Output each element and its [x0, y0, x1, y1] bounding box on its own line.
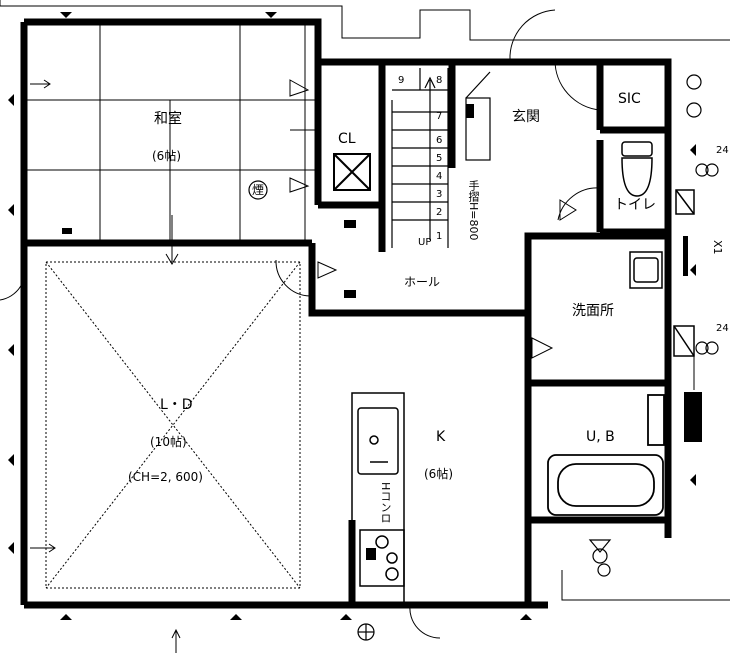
ld-ceiling-mark [45, 261, 301, 589]
bathtub [547, 394, 665, 516]
stair-step-number: 7 [436, 111, 443, 122]
closet-box [333, 153, 371, 191]
stair-treads [391, 68, 449, 248]
tatami-grid [24, 22, 318, 243]
washbasin [629, 251, 663, 289]
vent-arrows [30, 79, 695, 653]
smoke-detector-label: 煙 [252, 183, 265, 197]
side-fixtures [673, 189, 695, 357]
room-name-bath: U, B [586, 429, 615, 445]
stair-step-number: 9 [398, 75, 405, 86]
stair-step-number: 6 [436, 135, 443, 146]
room-size-washitsu: (6帖) [152, 149, 181, 163]
room-size-ldk: (10帖) [150, 435, 187, 449]
stair-direction-arrow [424, 76, 436, 240]
stair-up-label: UP [418, 237, 432, 248]
room-name-ldk: L・D [160, 397, 193, 413]
room-size-kitchen: (6帖) [424, 467, 453, 481]
room-name-sic: SIC [618, 91, 641, 107]
direction-markers [8, 12, 696, 620]
room-name-kitchen: K [436, 429, 446, 445]
genkan-step [465, 71, 491, 161]
kitchen-counter [351, 392, 405, 606]
site-boundary [0, 0, 730, 601]
handrail-label: 手摺H=800 [467, 180, 480, 241]
stair-step-number: 1 [436, 231, 443, 242]
room-name-closet: CL [338, 131, 356, 147]
stair-step-number: 2 [436, 207, 443, 218]
utility-meters [357, 74, 719, 641]
stair-step-number: 3 [436, 189, 443, 200]
stair-step-number: 5 [436, 153, 443, 164]
room-name-senmenjo: 洗面所 [572, 303, 614, 319]
room-name-hall: ホール [404, 275, 441, 289]
stair-step-number: 4 [436, 171, 443, 182]
door-swings [0, 9, 601, 639]
ceiling-height-ldk: (CH=2, 600) [128, 470, 203, 484]
outlet-markers [62, 104, 702, 560]
room-name-toilet: トイレ [614, 197, 656, 213]
smoke-detector-icon [248, 180, 268, 200]
stair-step-number: 8 [436, 75, 443, 86]
water-heater-label: 給湯 [685, 410, 698, 432]
outlet-label: X1 [711, 240, 724, 255]
toilet-fixture [621, 141, 653, 197]
room-name-genkan: 玄関 [512, 109, 540, 125]
walls [20, 18, 672, 609]
stove-label: Hコンロ [379, 482, 392, 524]
meter-label: 24 [716, 145, 729, 156]
meter-label: 24 [716, 323, 729, 334]
windows [120, 239, 620, 609]
room-name-washitsu: 和室 [154, 111, 182, 127]
